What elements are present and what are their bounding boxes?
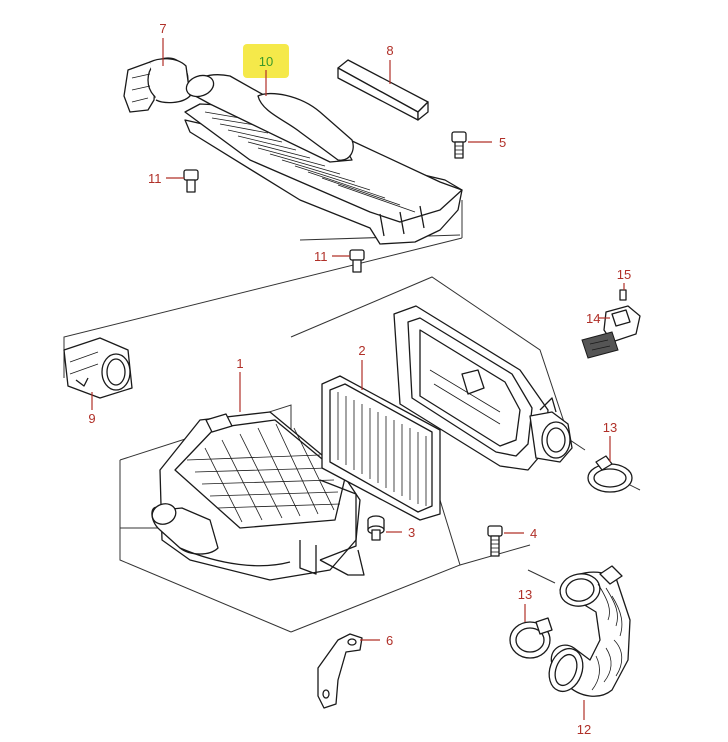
part-13-hose-clamp-upper — [587, 455, 633, 493]
part-label-12: 12 — [577, 722, 591, 737]
air-box-upper-frame — [393, 305, 573, 471]
part-1-lower-air-box — [151, 411, 365, 581]
part-label-10: 10 — [259, 54, 273, 69]
part-label-5: 5 — [499, 135, 506, 150]
part-7-intake-connector — [123, 57, 191, 113]
part-6-bracket — [317, 633, 363, 709]
assembly-frames — [63, 200, 641, 633]
part-9-air-inlet — [63, 337, 133, 399]
part-4-bolt — [487, 525, 503, 557]
part-label-7: 7 — [159, 21, 166, 36]
part-10-upper-air-duct — [184, 74, 463, 245]
grid-pattern — [186, 423, 341, 523]
part-label-3: 3 — [408, 525, 415, 540]
part-label-6: 6 — [386, 633, 393, 648]
part-label-4: 4 — [530, 526, 537, 541]
part-label-9: 9 — [88, 411, 95, 426]
part-11-bolt-lower — [349, 249, 365, 273]
part-label-11-b: 11 — [314, 249, 328, 264]
part-14-airflow-sensor — [581, 305, 641, 359]
part-label-2: 2 — [358, 343, 365, 358]
part-12-intake-hose — [548, 565, 631, 697]
part-15-screw — [619, 289, 627, 301]
part-label-15: 15 — [617, 267, 631, 282]
part-11-bolt-upper — [183, 169, 199, 193]
part-3-grommet — [367, 515, 385, 541]
part-2-air-filter — [321, 375, 441, 521]
part-13-hose-clamp-lower — [509, 617, 553, 659]
part-5-bolt — [451, 131, 467, 159]
part-label-8: 8 — [386, 43, 393, 58]
highlight-box-10 — [243, 44, 289, 78]
part-8-foam-strip — [337, 59, 429, 121]
part-label-13-b: 13 — [518, 587, 532, 602]
part-label-1: 1 — [236, 356, 243, 371]
part-label-11-a: 11 — [148, 171, 162, 186]
part-label-13-a: 13 — [603, 420, 617, 435]
part-label-14: 14 — [586, 311, 600, 326]
